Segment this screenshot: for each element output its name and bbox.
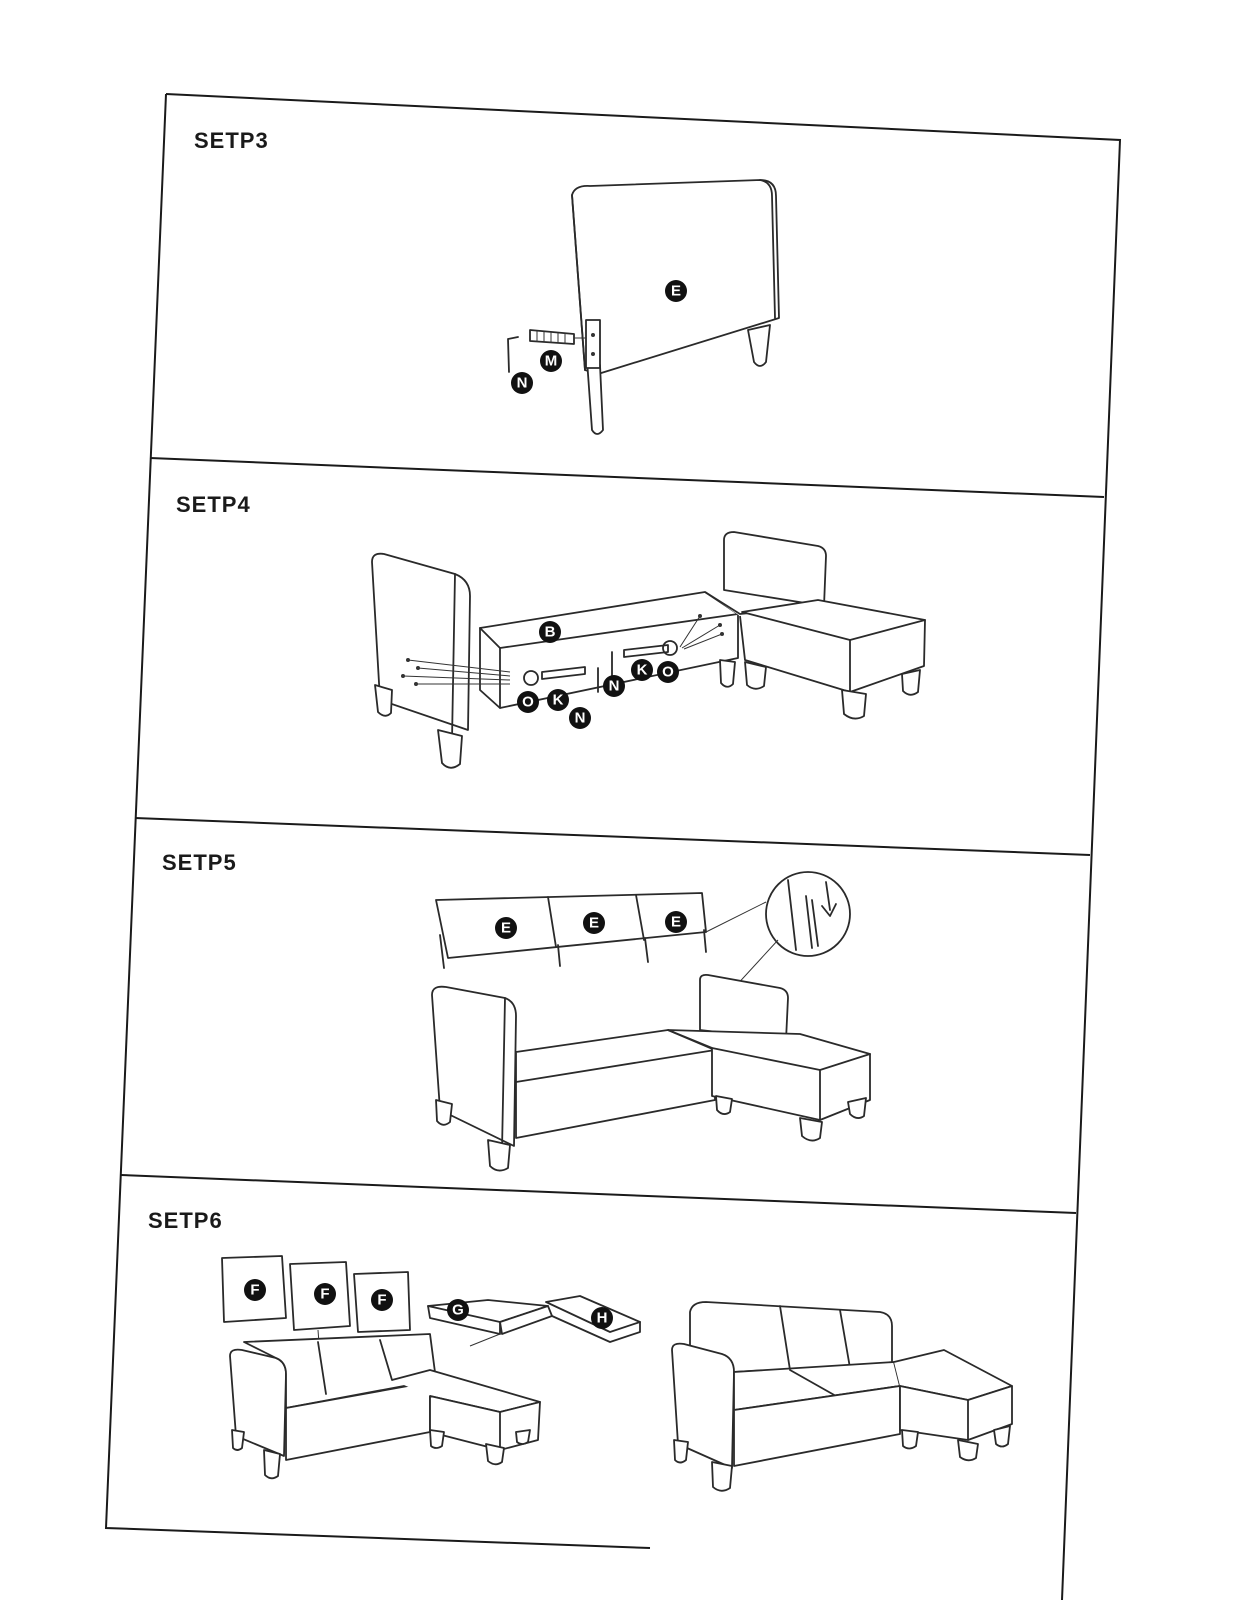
svg-text:B: B (545, 624, 556, 641)
badge-F-2: F (314, 1283, 336, 1305)
svg-text:E: E (589, 915, 599, 932)
step-5-title: SETP5 (162, 850, 237, 875)
step-6-title: SETP6 (148, 1208, 223, 1233)
step-4-sofa-illustration (372, 532, 925, 768)
badge-F-1: F (244, 1279, 266, 1301)
svg-text:E: E (671, 283, 681, 300)
svg-text:N: N (517, 375, 528, 392)
step-3-title: SETP3 (194, 128, 269, 153)
badge-N: N (511, 372, 533, 394)
svg-text:E: E (671, 914, 681, 931)
svg-text:M: M (545, 353, 558, 370)
badge-E-1: E (495, 917, 517, 939)
badge-O-right: O (657, 661, 679, 683)
badge-E: E (665, 280, 687, 302)
svg-text:G: G (452, 1302, 464, 1319)
svg-text:O: O (522, 694, 534, 711)
step-3: SETP3 E M N (194, 128, 779, 434)
svg-text:N: N (609, 678, 620, 695)
svg-text:E: E (501, 920, 511, 937)
svg-text:K: K (553, 692, 564, 709)
badge-O-left: O (517, 691, 539, 713)
step-5: SETP5 E (162, 850, 870, 1171)
svg-text:F: F (377, 1292, 386, 1309)
svg-text:H: H (597, 1310, 608, 1327)
svg-text:F: F (250, 1282, 259, 1299)
step-4-title: SETP4 (176, 492, 251, 517)
step-6-cushion-illustration (222, 1256, 640, 1478)
badge-N-left: N (569, 707, 591, 729)
badge-M: M (540, 350, 562, 372)
svg-text:K: K (637, 662, 648, 679)
badge-F-3: F (371, 1289, 393, 1311)
svg-text:N: N (575, 710, 586, 727)
badge-B: B (539, 621, 561, 643)
svg-text:F: F (320, 1286, 329, 1303)
svg-text:O: O (662, 664, 674, 681)
step-3-backrest-illustration (508, 180, 779, 434)
step-6-finished-sofa-illustration (672, 1302, 1012, 1491)
step-5-sofa-illustration (432, 872, 870, 1171)
badge-K-left: K (547, 689, 569, 711)
badge-K-right: K (631, 659, 653, 681)
badge-N-right: N (603, 675, 625, 697)
badge-E-2: E (583, 912, 605, 934)
badge-G: G (447, 1299, 469, 1321)
step-6: SETP6 (148, 1208, 1012, 1491)
step-4: SETP4 (176, 492, 925, 768)
badge-H: H (591, 1307, 613, 1329)
badge-E-3: E (665, 911, 687, 933)
